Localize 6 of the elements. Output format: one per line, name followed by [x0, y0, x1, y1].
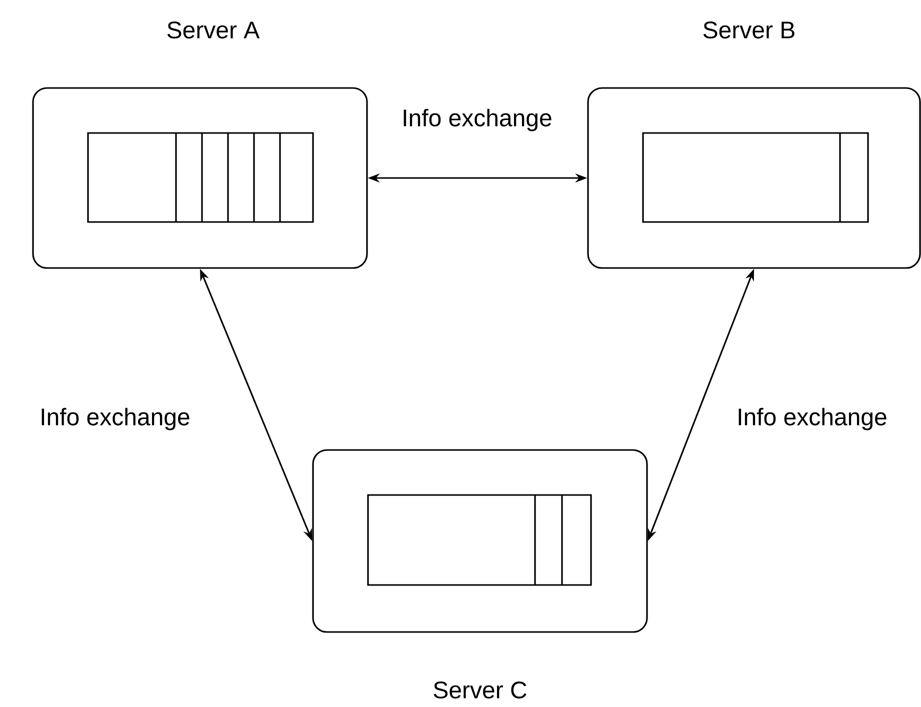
edge-label: Info exchange — [38, 406, 192, 432]
server-title: Server C — [434, 682, 526, 698]
edge-label: Info exchange — [400, 108, 554, 132]
edge-label: Info exchange — [736, 406, 888, 432]
server-title: Server A — [167, 22, 260, 38]
server-title: Server B — [703, 22, 794, 38]
